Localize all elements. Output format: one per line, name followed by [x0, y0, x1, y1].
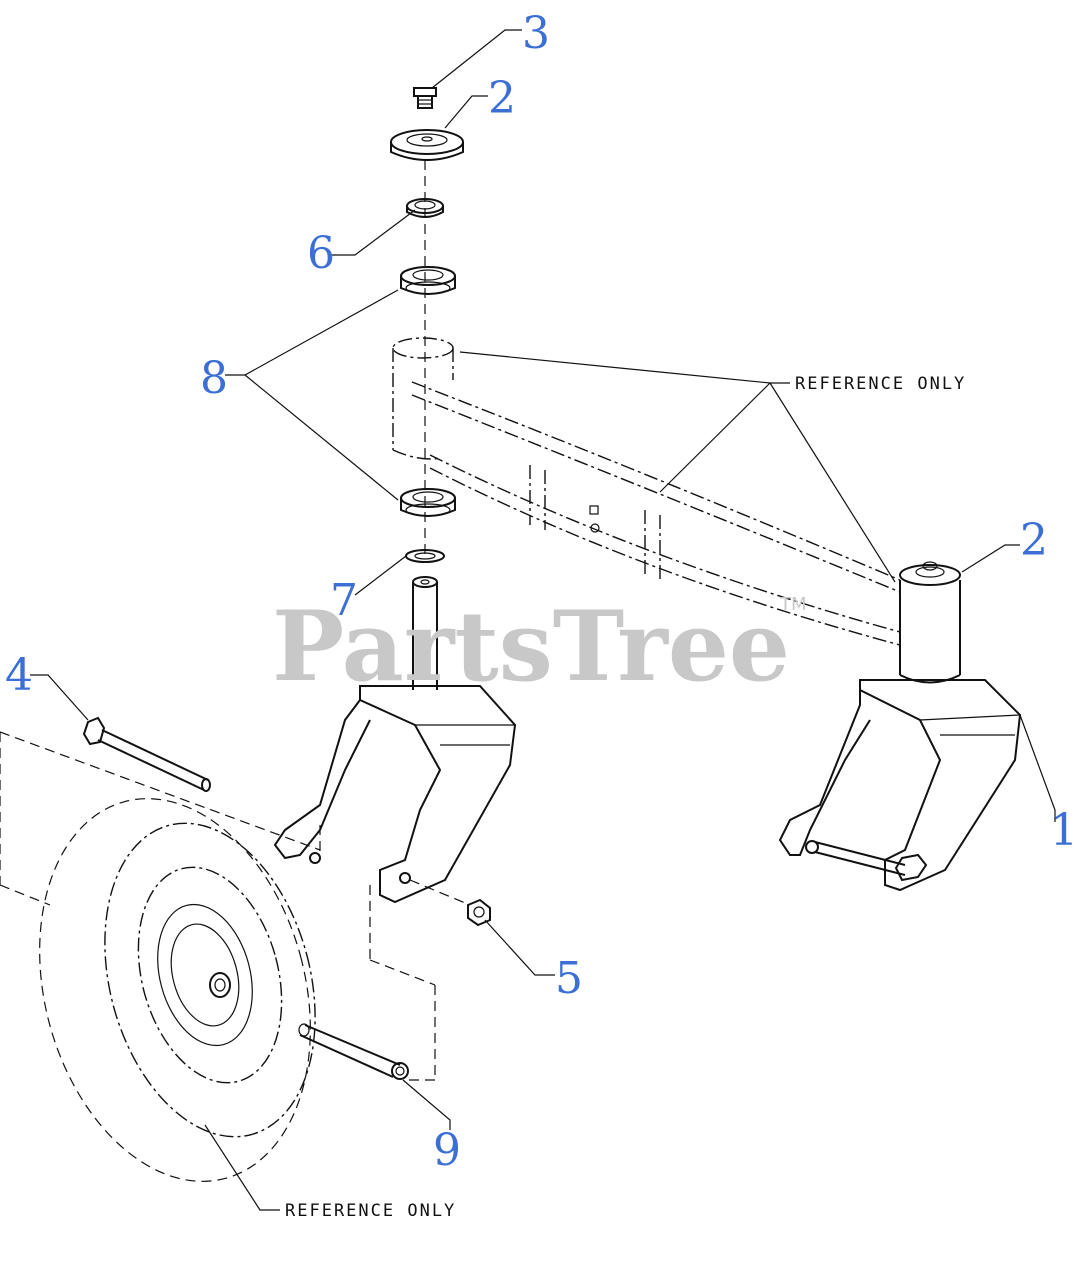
- callout-2-right: 2: [1020, 515, 1048, 566]
- leader-lines: [30, 29, 1056, 1211]
- part-5-lock-nut[interactable]: [467, 898, 491, 927]
- watermark-trademark: TM: [779, 594, 807, 615]
- right-spindle-housing: [899, 580, 961, 684]
- callout-6: 6: [307, 228, 335, 279]
- part-4-axle-bolt[interactable]: [82, 716, 211, 792]
- callout-9: 9: [433, 1125, 461, 1176]
- part-9-spacer-tube[interactable]: [298, 1023, 409, 1080]
- callout-2-top: 2: [488, 73, 516, 124]
- part-2-cap-right[interactable]: [899, 561, 961, 586]
- reference-note-wheel: REFERENCE ONLY: [285, 1201, 456, 1221]
- callout-7: 7: [330, 575, 358, 626]
- watermark-brand: PartsTree: [272, 590, 790, 703]
- part-1-caster-yoke-right[interactable]: [778, 679, 1022, 892]
- front-axle-reference: [392, 337, 901, 646]
- watermark: PartsTree TM: [272, 590, 807, 703]
- callout-3-top: 3: [522, 8, 550, 59]
- wheel-reference: [0, 731, 321, 1182]
- part-2-cap-top[interactable]: [390, 129, 464, 161]
- alignment-dash-lines: [369, 879, 471, 1081]
- part-8-bearing-top[interactable]: [400, 266, 456, 295]
- callout-8: 8: [200, 353, 228, 404]
- callout-1: 1: [1050, 805, 1078, 856]
- part-8-bearing-bottom[interactable]: [400, 488, 456, 517]
- reference-note-axle: REFERENCE ONLY: [795, 374, 966, 394]
- callout-labels: 3 2 6 8 7 2 4 1 5 9: [5, 8, 1078, 1176]
- left-spindle-shaft: [412, 576, 438, 690]
- part-3-bolt[interactable]: [413, 87, 437, 109]
- left-caster-yoke: [273, 685, 517, 904]
- callout-5: 5: [555, 953, 583, 1004]
- part-6-seal[interactable]: [406, 198, 444, 218]
- callout-4: 4: [5, 650, 33, 701]
